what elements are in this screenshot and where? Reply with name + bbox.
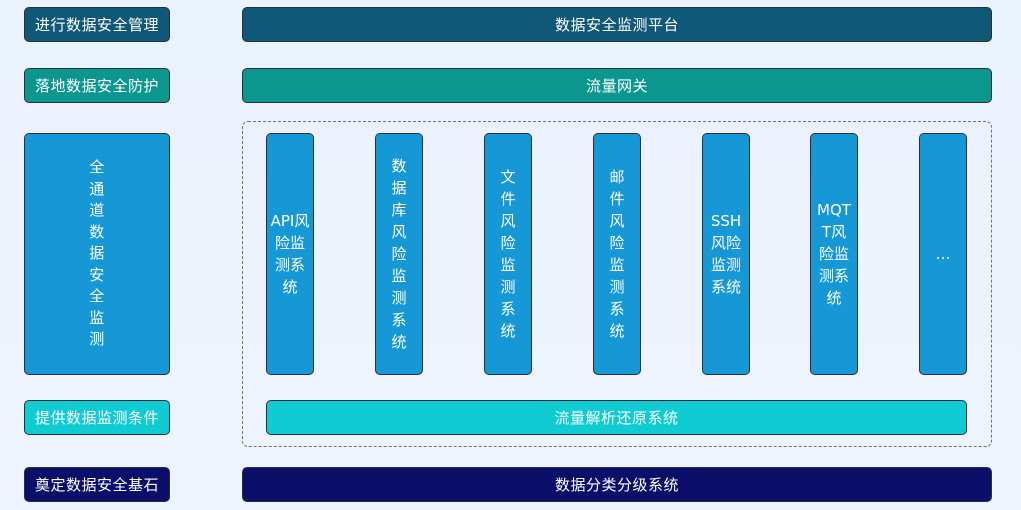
label-data-security-protection: 落地数据安全防护 [24,68,170,103]
bar-data-security-monitoring-platform: 数据安全监测平台 [242,7,992,42]
column-mail-monitoring-label: 邮件风险监测系统 [609,168,625,340]
column-file-monitoring-label: 文件风险监测系统 [500,168,516,340]
column-api-monitoring-label: API风险监测系统 [270,212,310,296]
column-mqtt-monitoring-label: MQTT风险监测系统 [817,201,851,307]
bar-data-classification-grading: 数据分类分级系统 [242,467,992,502]
monitoring-systems-frame [242,121,992,447]
column-api-monitoring: API风险监测系统 [266,133,314,375]
label-monitoring-conditions: 提供数据监测条件 [24,400,170,435]
bar-traffic-gateway: 流量网关 [242,68,992,103]
label-full-channel-monitoring: 全通道数据安全监测 [24,133,170,375]
column-ssh-monitoring: SSH风险监测系统 [702,133,750,375]
ellipsis-icon: … [935,245,951,263]
column-database-monitoring: 数据库风险监测系统 [375,133,423,375]
column-mail-monitoring: 邮件风险监测系统 [593,133,641,375]
label-data-security-foundation: 奠定数据安全基石 [24,467,170,502]
bar-traffic-parse-restore: 流量解析还原系统 [266,400,967,435]
column-more: … [919,133,967,375]
column-file-monitoring: 文件风险监测系统 [484,133,532,375]
column-database-monitoring-label: 数据库风险监测系统 [391,157,407,351]
label-data-security-management: 进行数据安全管理 [24,7,170,42]
column-ssh-monitoring-label: SSH风险监测系统 [710,212,742,296]
column-mqtt-monitoring: MQTT风险监测系统 [810,133,858,375]
label-full-channel-monitoring-text: 全通道数据安全监测 [89,158,105,349]
